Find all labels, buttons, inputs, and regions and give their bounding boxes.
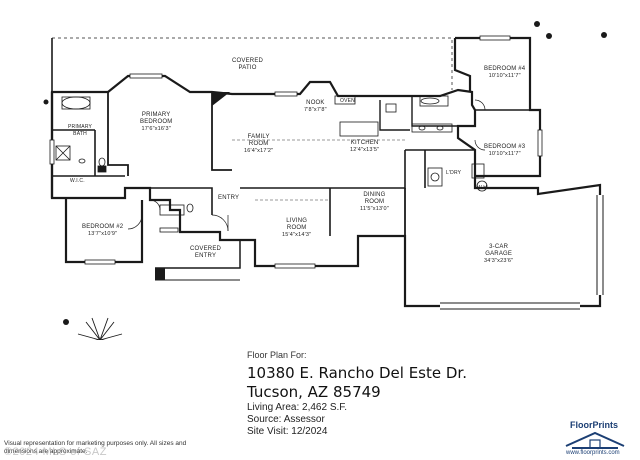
source: Source: Assessor — [247, 414, 325, 425]
logo-url: www.floorprints.com — [566, 450, 620, 456]
floor-plan — [43, 21, 607, 340]
label-covered-patio: COVERED PATIO — [232, 58, 264, 71]
living-area: Living Area: 2,462 S.F. — [247, 402, 348, 413]
toilet-icon — [98, 157, 106, 167]
watermark: ©2024 MLS of SAZ — [4, 446, 107, 458]
flower-icon — [43, 21, 607, 325]
kitchen-island — [339, 121, 379, 137]
covered-entry-walls — [155, 240, 241, 269]
floor-plan-for-label: Floor Plan For: — [247, 350, 307, 360]
address-line1: 10380 E. Rancho Del Este Dr. — [247, 364, 467, 382]
bedroom-wing-walls — [455, 36, 542, 178]
shower-icon — [55, 145, 71, 161]
label-entry: ENTRY — [218, 195, 240, 201]
label-oven: OVEN — [340, 98, 355, 104]
label-wh: W.H. — [477, 185, 489, 191]
label-primary-bath: PRIMARY BATH — [68, 124, 93, 137]
exterior-wall — [50, 74, 602, 308]
bathtub-icon — [61, 96, 91, 110]
patio-outline — [52, 37, 453, 90]
tree-icon — [77, 317, 123, 340]
house-logo-icon — [565, 431, 625, 449]
logo-brand: FloorPrints — [570, 420, 619, 430]
label-covered-entry: COVERED ENTRY — [190, 246, 222, 259]
address-line2: Tucson, AZ 85749 — [247, 383, 381, 401]
fireplace-icon — [212, 92, 230, 106]
disclaimer: Visual representation for marketing purp… — [4, 440, 187, 455]
floorprints-logo: FloorPrints www.floorprints.com — [556, 420, 636, 458]
label-laundry: L'DRY — [446, 170, 462, 176]
property-info: Floor Plan For: 10380 E. Rancho Del Este… — [247, 350, 547, 438]
label-wic: W.I.C. — [70, 178, 85, 184]
site-visit: Site Visit: 12/2024 — [247, 426, 328, 437]
